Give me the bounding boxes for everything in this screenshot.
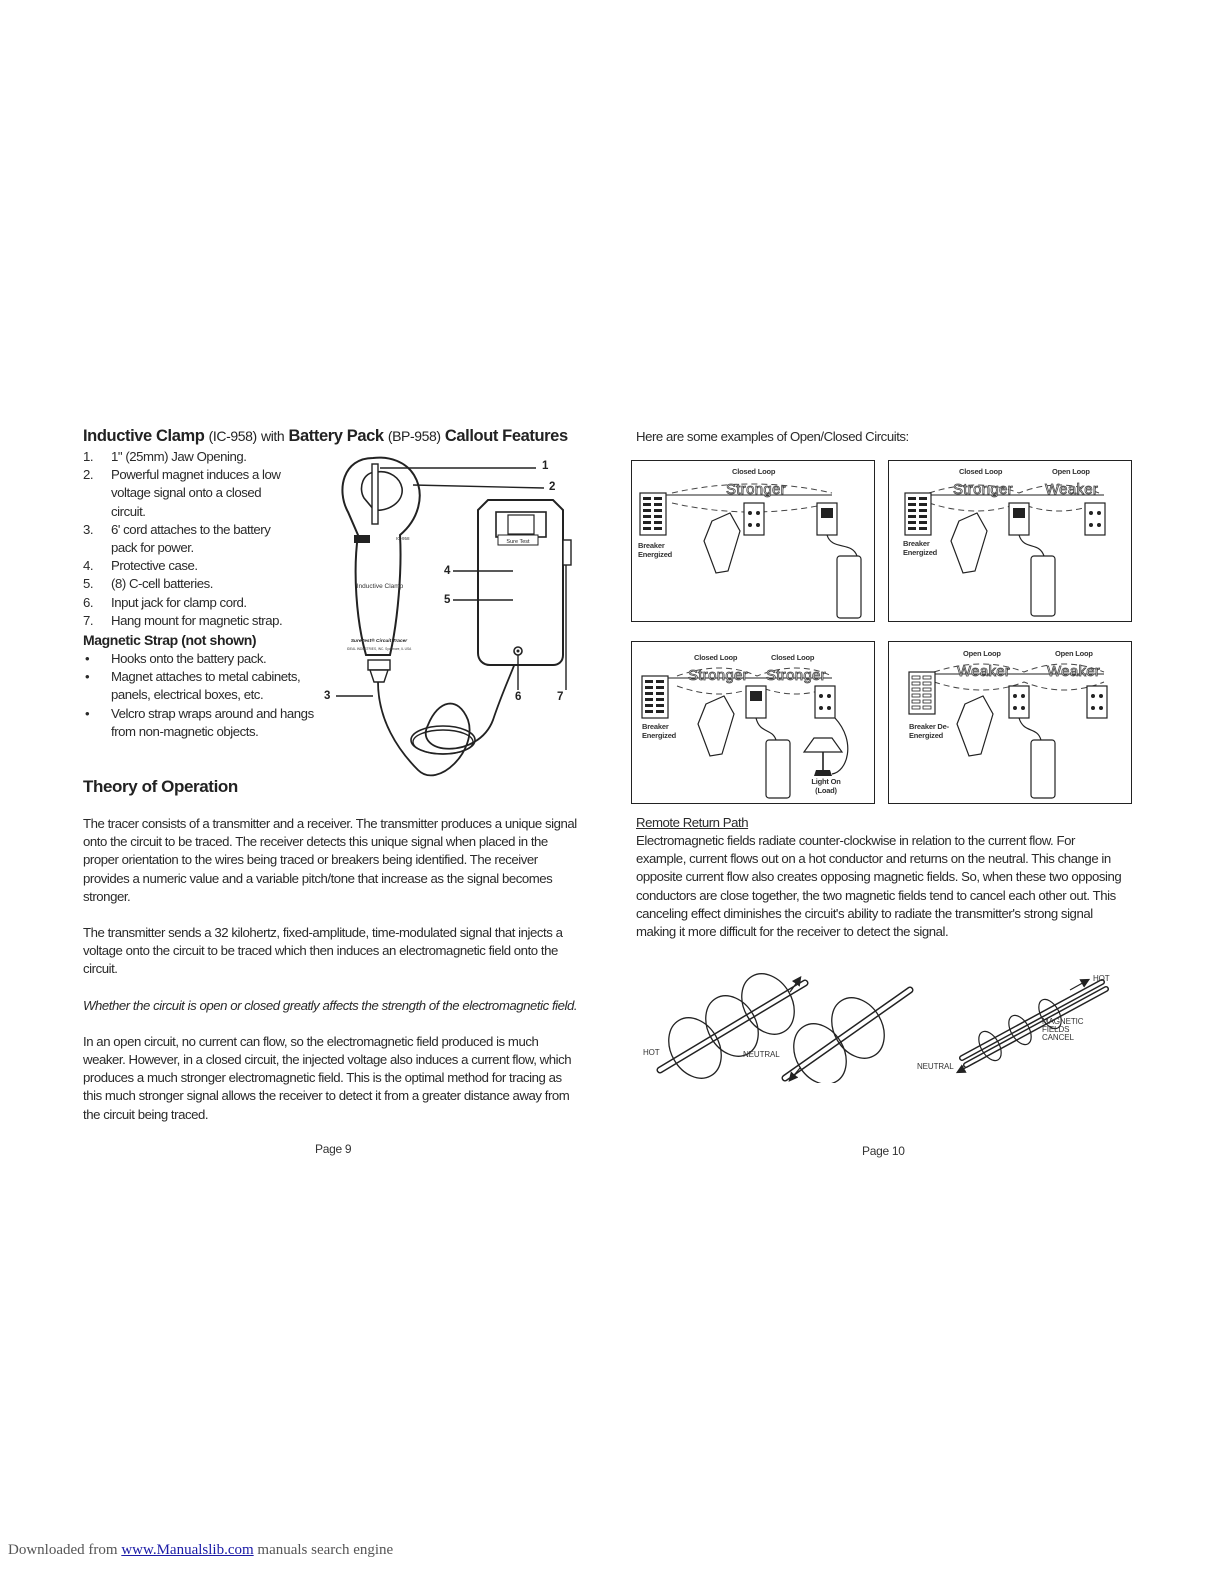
breaker-label: Breaker Energized (903, 539, 938, 557)
clamp-label: Inductive Clamp (357, 583, 404, 590)
circuit-panel-graphic (639, 483, 862, 619)
list-item: 3.6' cord attaches to the battery pack f… (83, 521, 271, 556)
callout-4: 4 (444, 565, 451, 577)
list-item: 1.1" (25mm) Jaw Opening. (83, 449, 247, 464)
signal-strength-label: Weaker (957, 663, 1011, 681)
breaker-label: Breaker Energized (638, 541, 673, 559)
download-footer: Downloaded from www.Manualslib.com manua… (8, 1542, 394, 1558)
list-item: •Magnet attaches to metal cabinets, pane… (85, 669, 301, 703)
clamp-brand: SureTest® Circuit Tracer (351, 637, 408, 644)
callout-2: 2 (549, 481, 556, 493)
page-number-10: Page 10 (862, 1144, 905, 1158)
circuits-intro: Here are some examples of Open/Closed Ci… (636, 429, 909, 444)
neutral-label: NEUTRAL (917, 1062, 954, 1071)
theory-body: The tracer consists of a transmitter and… (83, 815, 579, 1124)
callout-6: 6 (515, 691, 522, 703)
magnetic-field-diagram (656, 973, 1109, 1083)
callout-7: 7 (557, 691, 564, 703)
theory-heading: Theory of Operation (83, 777, 238, 796)
remote-return-paragraph: Electromagnetic fields radiate counter-c… (636, 833, 1122, 940)
signal-strength-label: Stronger (766, 667, 826, 685)
signal-strength-label: Stronger (688, 667, 748, 685)
loop-label: Open Loop (1055, 649, 1093, 658)
feature-list: 1.1" (25mm) Jaw Opening. 2.Powerful magn… (83, 448, 293, 630)
paragraph: The transmitter sends a 32 kilohertz, fi… (83, 925, 563, 977)
loop-label: Closed Loop (959, 467, 1003, 476)
clamp-maker: IDEAL INDUSTRIES, INC. Sycamore, IL USA (347, 647, 412, 651)
clamp-model: IC-958 (396, 536, 410, 541)
section-title-callout-features: Inductive Clamp (IC-958) with Battery Pa… (83, 427, 568, 445)
manualslib-link[interactable]: www.Manualslib.com (121, 1542, 254, 1558)
circuit-panel-4: Open Loop Open Loop Weaker Weaker Breake… (888, 641, 1132, 804)
neutral-label: NEUTRAL (743, 1050, 780, 1059)
hot-label: HOT (643, 1048, 660, 1057)
paragraph: The tracer consists of a transmitter and… (83, 816, 577, 904)
clamp-body (341, 456, 421, 656)
circuit-panel-3: Closed Loop Closed Loop Stronger Stronge… (631, 641, 875, 804)
battery-pack-label: Sure Test (506, 539, 530, 545)
circuit-panel-graphic (908, 663, 1108, 799)
list-item: 6.Input jack for clamp cord. (83, 594, 247, 610)
circuit-panel-2: Closed Loop Open Loop Stronger Weaker Br… (888, 460, 1132, 622)
list-item: 2.Powerful magnet induces a low voltage … (83, 467, 281, 519)
loop-label: Closed Loop (694, 653, 738, 662)
hot-label: HOT (1093, 974, 1110, 983)
list-item: 4.Protective case. (83, 558, 198, 574)
paragraph: Whether the circuit is open or closed gr… (83, 997, 578, 1013)
circuit-panel-graphic (904, 484, 1106, 617)
circuit-panel-1: Closed Loop Stronger Breaker Energized (631, 460, 875, 622)
clamp-battery-illustration: Inductive Clamp IC-958 SureTest® Circuit… (336, 456, 572, 777)
list-item: 7.Hang mount for magnetic strap. (83, 612, 283, 628)
callout-3: 3 (324, 690, 331, 702)
magnetic-fields-cancel-label: MAGNETIC FIELDS CANCEL (1042, 1017, 1084, 1042)
loop-label: Open Loop (1052, 467, 1090, 476)
load-label: Light On (Load) (811, 777, 841, 795)
circuit-panel-graphic (641, 667, 849, 799)
loop-label: Closed Loop (771, 653, 815, 662)
breaker-label: Breaker De-Energized (909, 722, 949, 740)
list-item: 5.(8) C-cell batteries. (83, 576, 213, 592)
list-item: •Velcro strap wraps around and hangs fro… (85, 705, 314, 739)
loop-label: Closed Loop (732, 467, 776, 476)
signal-strength-label: Weaker (1047, 663, 1101, 681)
page-number-9: Page 9 (315, 1142, 352, 1156)
list-item: •Hooks onto the battery pack. (85, 651, 267, 666)
strap-list: •Hooks onto the battery pack. •Magnet at… (83, 650, 315, 741)
paragraph: In an open circuit, no current can flow,… (83, 1033, 572, 1122)
callout-1: 1 (542, 460, 549, 472)
breaker-label: Breaker Energized (642, 722, 677, 740)
signal-strength-label: Stronger (953, 481, 1013, 499)
remote-return-heading: Remote Return Path (636, 815, 749, 830)
signal-strength-label: Stronger (726, 481, 786, 499)
loop-label: Open Loop (963, 649, 1001, 658)
signal-strength-label: Weaker (1045, 481, 1099, 499)
callout-5: 5 (444, 594, 451, 606)
strap-heading: Magnetic Strap (not shown) (83, 632, 257, 648)
